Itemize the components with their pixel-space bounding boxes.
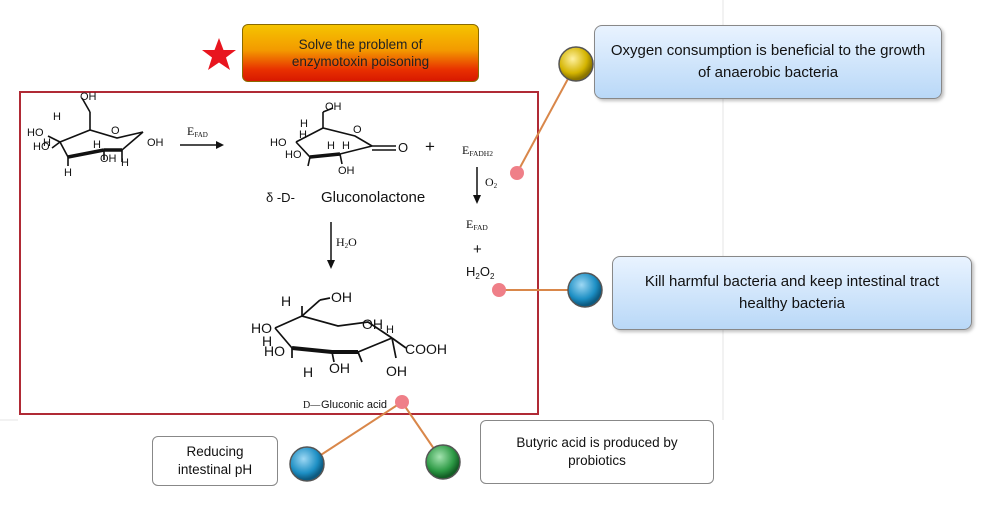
glucose-oh-mid: OH [100,153,117,165]
plus-sign-2: + [473,241,482,258]
acid-cooh: COOH [405,341,447,357]
glucose-h-top: H [53,111,61,123]
h2o-label: H2O [336,235,357,250]
callout-kill-bacteria: Kill harmful bacteria and keep intestina… [612,256,972,330]
glucose-structure [47,97,144,166]
acid-h-left: H [262,333,272,349]
efad-product-label: EFAD [466,217,488,232]
gluconolactone-structure [295,107,396,167]
lactone-prefix: δ -D- [266,190,295,205]
anchor-dot-efadh2 [510,166,524,180]
reaction-arrow-1 [180,141,224,149]
acid-oh-low1: OH [329,360,350,376]
acid-prefix: D— [303,400,321,411]
yellow-bubble-icon [558,46,594,82]
acid-ho-bottom: HO [264,343,285,359]
glucose-ho-bottom: HO [33,141,50,153]
connector-lines [306,63,585,465]
callout-ph-text: Reducing intestinal pH [177,444,253,477]
lactone-o-carbonyl: O [398,140,408,155]
anchor-dot-gluconic-acid [395,395,409,409]
glucose-oh-right: OH [147,137,164,149]
blue-bubble-icon [567,272,603,308]
glucose-h-mid: H [93,139,101,151]
lactone-o-ring: O [353,124,362,136]
green-bubble-icon [425,444,461,480]
glucose-h-left: H [43,137,51,149]
callout-oxygen: Oxygen consumption is beneficial to the … [594,25,942,99]
lactone-oh-top: OH [325,101,342,113]
title-banner: Solve the problem of enzymotoxin poisoni… [242,24,479,82]
plus-sign: + [425,137,435,156]
blue-bubble-ph-icon [289,446,325,482]
callout-ph: Reducing intestinal pH [152,436,278,486]
efad-arrow-label: EFAD [187,124,208,139]
acid-h-top: H [281,293,291,309]
lactone-ho-bottom: HO [285,149,302,161]
acid-ho-left: HO [251,320,272,336]
acid-oh-top: OH [331,289,352,305]
glucose-h-low: H [121,157,129,169]
lactone-oh-bottom: OH [338,165,355,177]
lactone-h-left: H [299,129,307,141]
glucose-ho-left: HO [27,127,44,139]
lactone-name: Gluconolactone [321,189,425,206]
callout-kill-text: Kill harmful bacteria and keep intestina… [644,273,940,312]
glucose-h-bottom: H [64,167,72,179]
acid-oh-mid: OH [362,316,383,332]
reaction-panel [19,91,539,415]
callout-butyric-text: Butyric acid is produced by probiotics [516,435,678,468]
acid-h-mid: H [386,324,394,336]
acid-name: Gluconic acid [321,399,387,411]
lactone-h-top: H [300,118,308,130]
gluconic-acid-structure [274,297,407,363]
title-text: Solve the problem of enzymotoxin poisoni… [291,37,430,69]
callout-butyric: Butyric acid is produced by probiotics [480,420,714,484]
lactone-h-mid: H [327,140,335,152]
o2-label: O2 [485,175,498,190]
acid-h-low: H [303,364,313,380]
anchor-dot-h2o2 [492,283,506,297]
lactone-ho-left: HO [270,137,287,149]
lactone-h-mid2: H [342,140,350,152]
glucose-o-ring: O [111,125,120,137]
star-icon [202,38,236,70]
oxygen-arrow [473,167,481,204]
h2o2-label: H2O2 [466,264,495,281]
efadh2-label: EFADH2 [462,143,493,158]
callout-oxygen-text: Oxygen consumption is beneficial to the … [610,42,926,81]
water-arrow [327,222,335,269]
glucose-oh-top: OH [80,91,97,103]
acid-oh-low2: OH [386,363,407,379]
